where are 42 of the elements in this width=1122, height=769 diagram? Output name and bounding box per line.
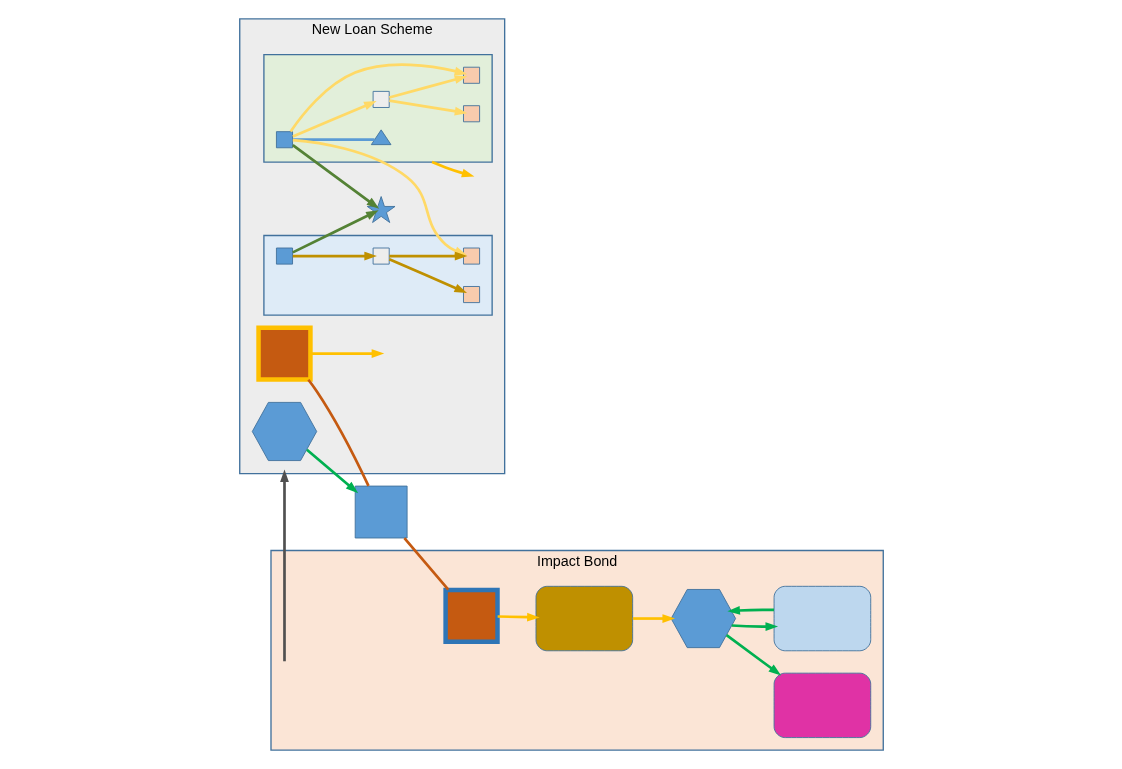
arrow <box>725 634 781 676</box>
arrow <box>305 448 358 494</box>
node-box <box>535 585 633 652</box>
arrow <box>291 101 377 138</box>
node-hexagon <box>251 401 317 462</box>
node-square <box>442 587 500 645</box>
node-square <box>462 286 480 304</box>
arrow <box>431 160 474 178</box>
arrow <box>731 622 778 631</box>
arrow <box>289 63 467 133</box>
node-square <box>462 105 480 123</box>
arrow <box>388 258 467 293</box>
node-box <box>773 672 871 739</box>
arrow <box>497 612 540 622</box>
node-square <box>372 247 390 265</box>
node-square <box>372 90 390 108</box>
cluster <box>262 54 493 163</box>
node-triangle <box>370 129 391 146</box>
cluster: New Loan Scheme <box>238 18 505 475</box>
connector <box>292 138 375 142</box>
node-square <box>354 485 408 539</box>
arrow <box>388 251 467 261</box>
node-square <box>462 66 480 84</box>
arrow <box>726 606 774 615</box>
arrow <box>292 251 377 261</box>
arrow <box>388 99 467 116</box>
cluster: Impact Bond <box>269 549 884 751</box>
arrow <box>632 614 675 623</box>
node-box <box>773 585 871 652</box>
arrow <box>310 349 384 359</box>
node-square <box>275 131 293 149</box>
node-square <box>462 247 480 265</box>
connector <box>306 378 370 487</box>
node-square <box>255 325 313 382</box>
arrow <box>291 210 379 254</box>
connector <box>402 537 449 591</box>
cluster <box>262 234 493 316</box>
node-hexagon <box>670 589 736 649</box>
node-square <box>275 247 293 265</box>
arrow <box>279 469 289 662</box>
arrow <box>291 144 379 209</box>
arrow <box>388 75 467 99</box>
